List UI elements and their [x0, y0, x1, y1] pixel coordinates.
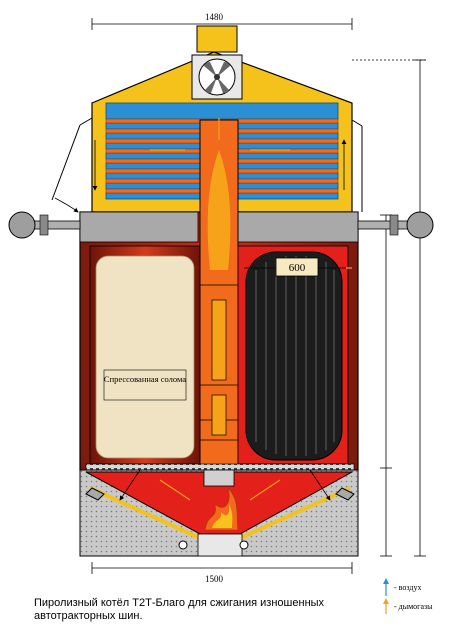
tire-dimension: 600 — [244, 257, 350, 277]
legend: - воздух - дымогазы — [383, 578, 433, 614]
straw-label-box — [103, 369, 187, 401]
flame-column — [207, 150, 231, 270]
cone-wall-right — [235, 486, 351, 542]
straw-label: Спрессованная солома — [104, 374, 186, 384]
tire-dimension-box — [275, 257, 319, 277]
side-dampers — [85, 487, 355, 501]
top-plate-right — [237, 211, 359, 243]
air-flow-arrows — [92, 139, 347, 501]
grate — [85, 463, 355, 471]
nozzle — [203, 469, 235, 487]
ash-drawer[interactable] — [197, 533, 243, 557]
tire-dimension-label: 600 — [289, 262, 306, 274]
right-lever — [351, 119, 363, 212]
straw-bale — [95, 255, 195, 459]
valve-right[interactable] — [239, 540, 249, 550]
right-handle[interactable] — [357, 211, 434, 239]
column-sections — [200, 284, 238, 441]
chimney-outlet — [196, 25, 238, 53]
tire — [245, 251, 343, 461]
legend-air-label: - воздух — [394, 583, 421, 592]
valve-left[interactable] — [178, 540, 188, 550]
dimension-bottom: 1500 — [91, 562, 353, 584]
fan-icon — [191, 54, 243, 100]
legend-flue-label: - дымогазы — [394, 602, 433, 611]
dimension-top: 1480 — [91, 12, 353, 30]
flue-gas-arrows — [150, 118, 352, 501]
fire-flames-inner — [212, 504, 233, 528]
top-plate-left — [79, 211, 199, 243]
cone-wall-left — [89, 486, 205, 542]
dimension-top-label: 1480 — [205, 12, 224, 22]
dimension-bottom-label: 1500 — [205, 574, 224, 584]
left-lever — [51, 117, 93, 213]
dimension-vertical — [352, 59, 426, 557]
tire-treads — [255, 256, 335, 456]
left-handle[interactable] — [8, 211, 81, 239]
figure-caption: Пиролизный котёл Т2Т-Благо для сжигания … — [34, 597, 325, 622]
